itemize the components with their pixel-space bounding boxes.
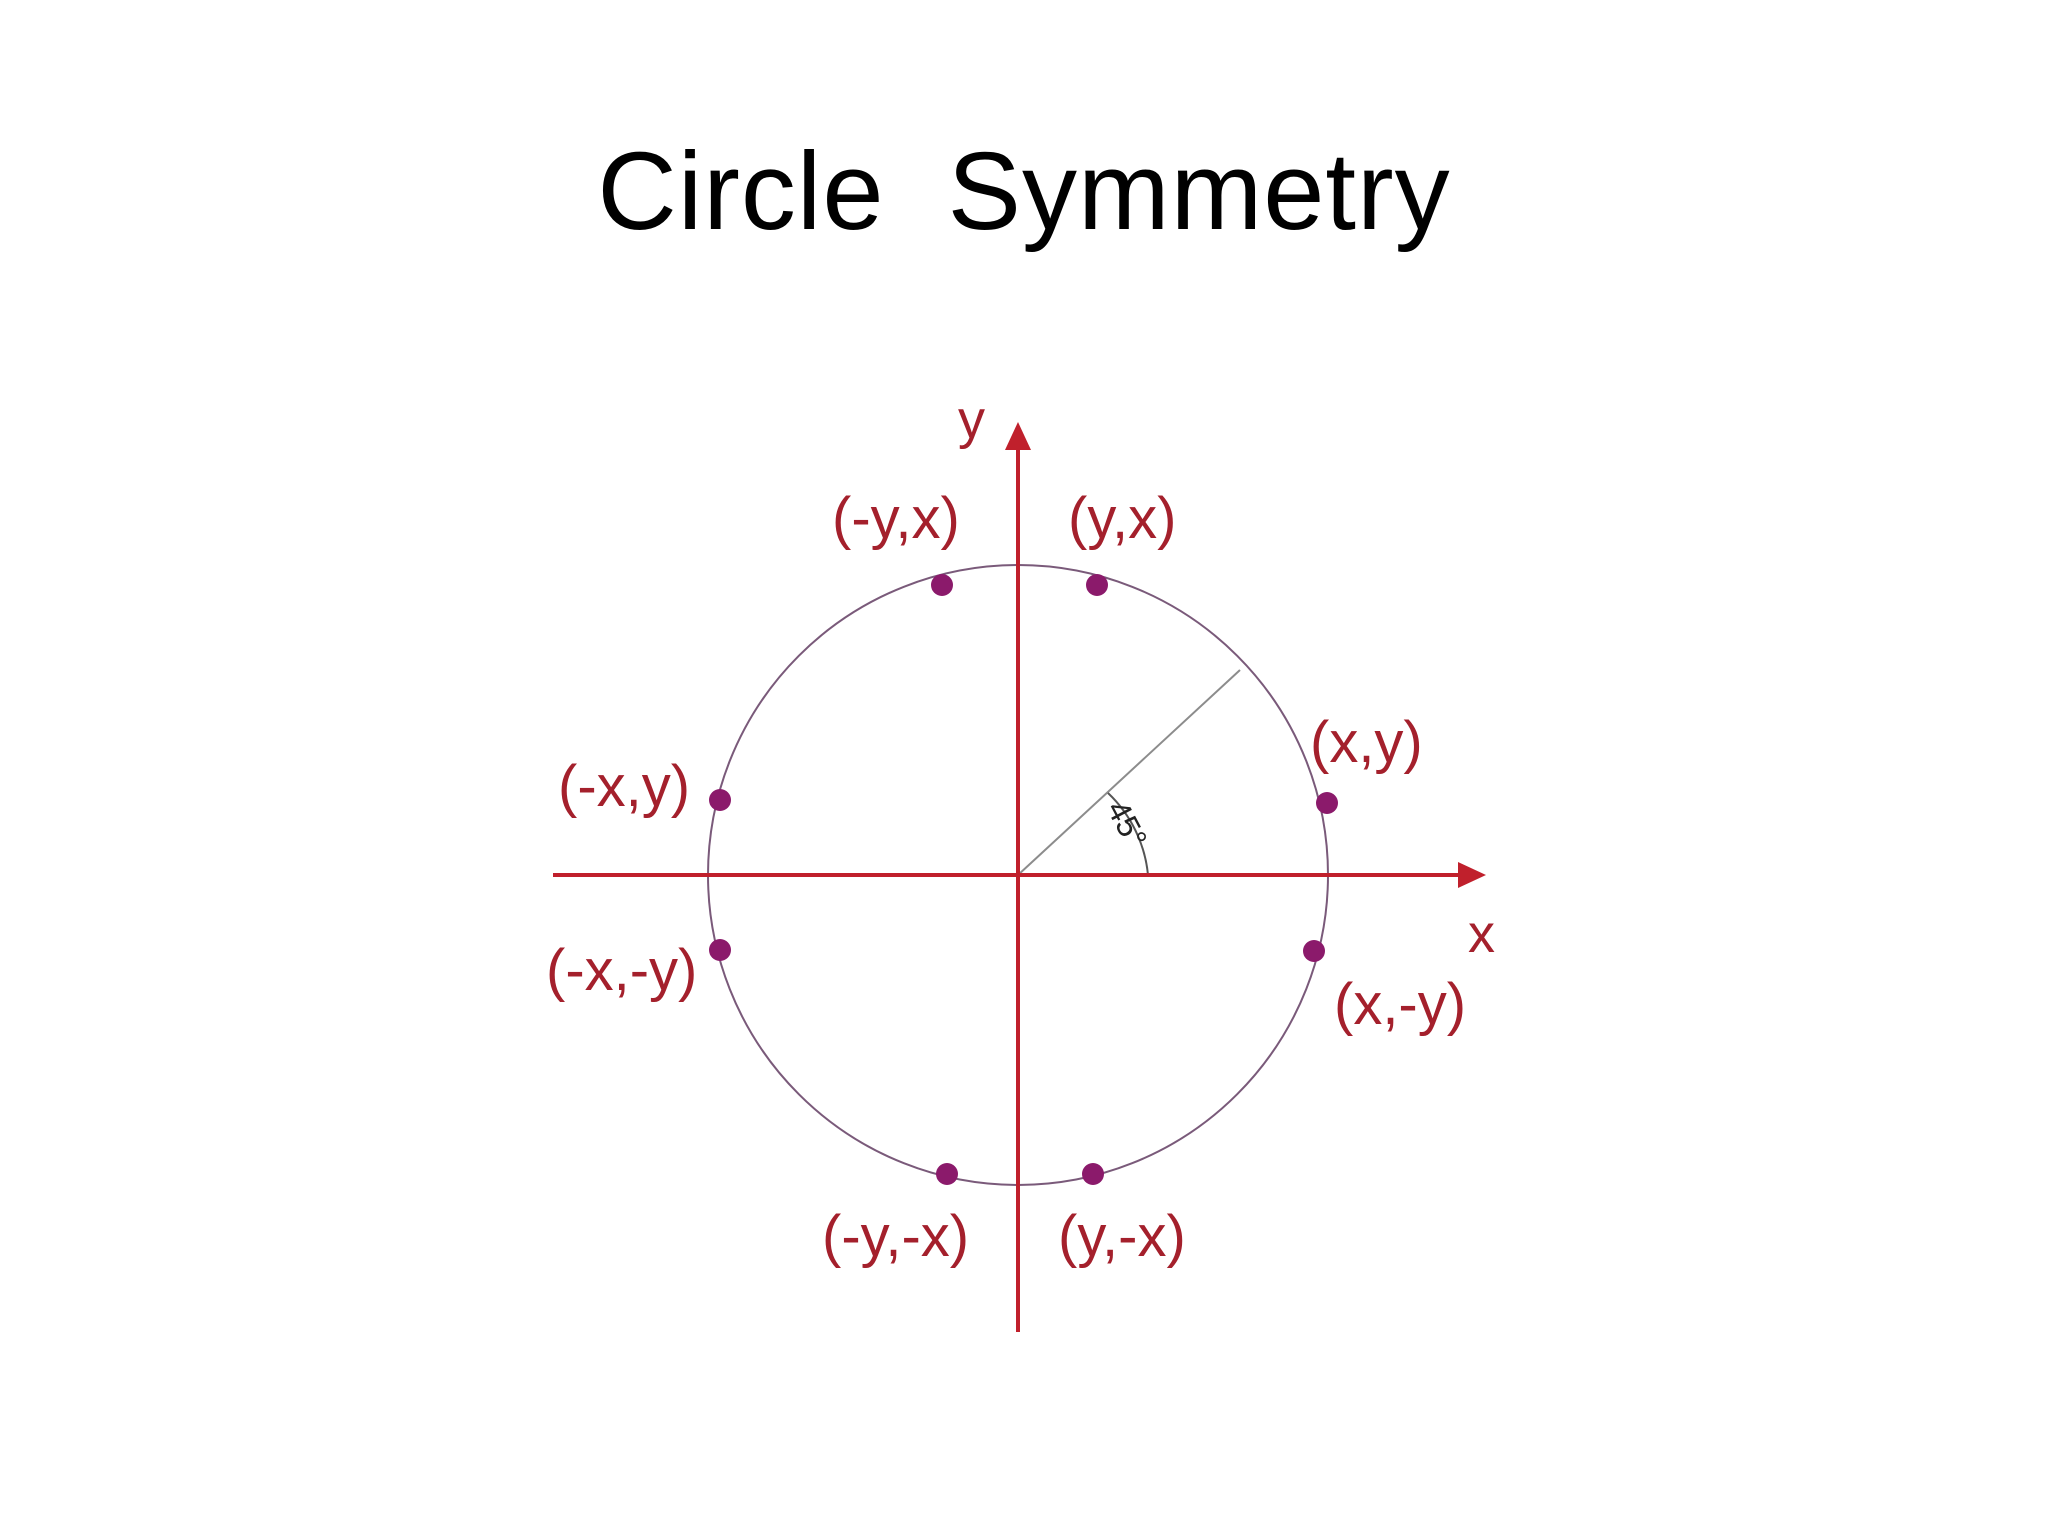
point-x-neg-y-dot: [1303, 940, 1325, 962]
point-neg-y-x-dot: [931, 574, 953, 596]
x-axis-label: x: [1468, 904, 1495, 964]
point-y-x-dot: [1086, 574, 1108, 596]
y-axis-arrowhead: [1005, 422, 1031, 450]
x-axis-arrowhead: [1458, 862, 1486, 888]
point-y-neg-x-dot: [1082, 1163, 1104, 1185]
point-label: (-x,-y): [546, 938, 697, 1003]
point-label: (-y,x): [832, 486, 960, 551]
point-neg-y-neg-x-dot: [936, 1163, 958, 1185]
y-axis-label: y: [958, 390, 985, 450]
point-x-y-dot: [1316, 792, 1338, 814]
point-label: (y,-x): [1058, 1204, 1186, 1269]
point-label: (-y,-x): [822, 1204, 969, 1269]
angle-label: 45°: [1100, 794, 1155, 854]
point-label: (x,y): [1310, 710, 1423, 775]
slide-title: Circle Symmetry: [597, 130, 1451, 253]
point-label: (-x,y): [558, 754, 690, 819]
point-neg-x-neg-y-dot: [709, 939, 731, 961]
point-label: (y,x): [1068, 486, 1176, 551]
point-neg-x-y-dot: [709, 789, 731, 811]
angle-arc: [1107, 792, 1149, 876]
point-label: (x,-y): [1334, 972, 1466, 1037]
radius-line-45: [1017, 669, 1241, 876]
